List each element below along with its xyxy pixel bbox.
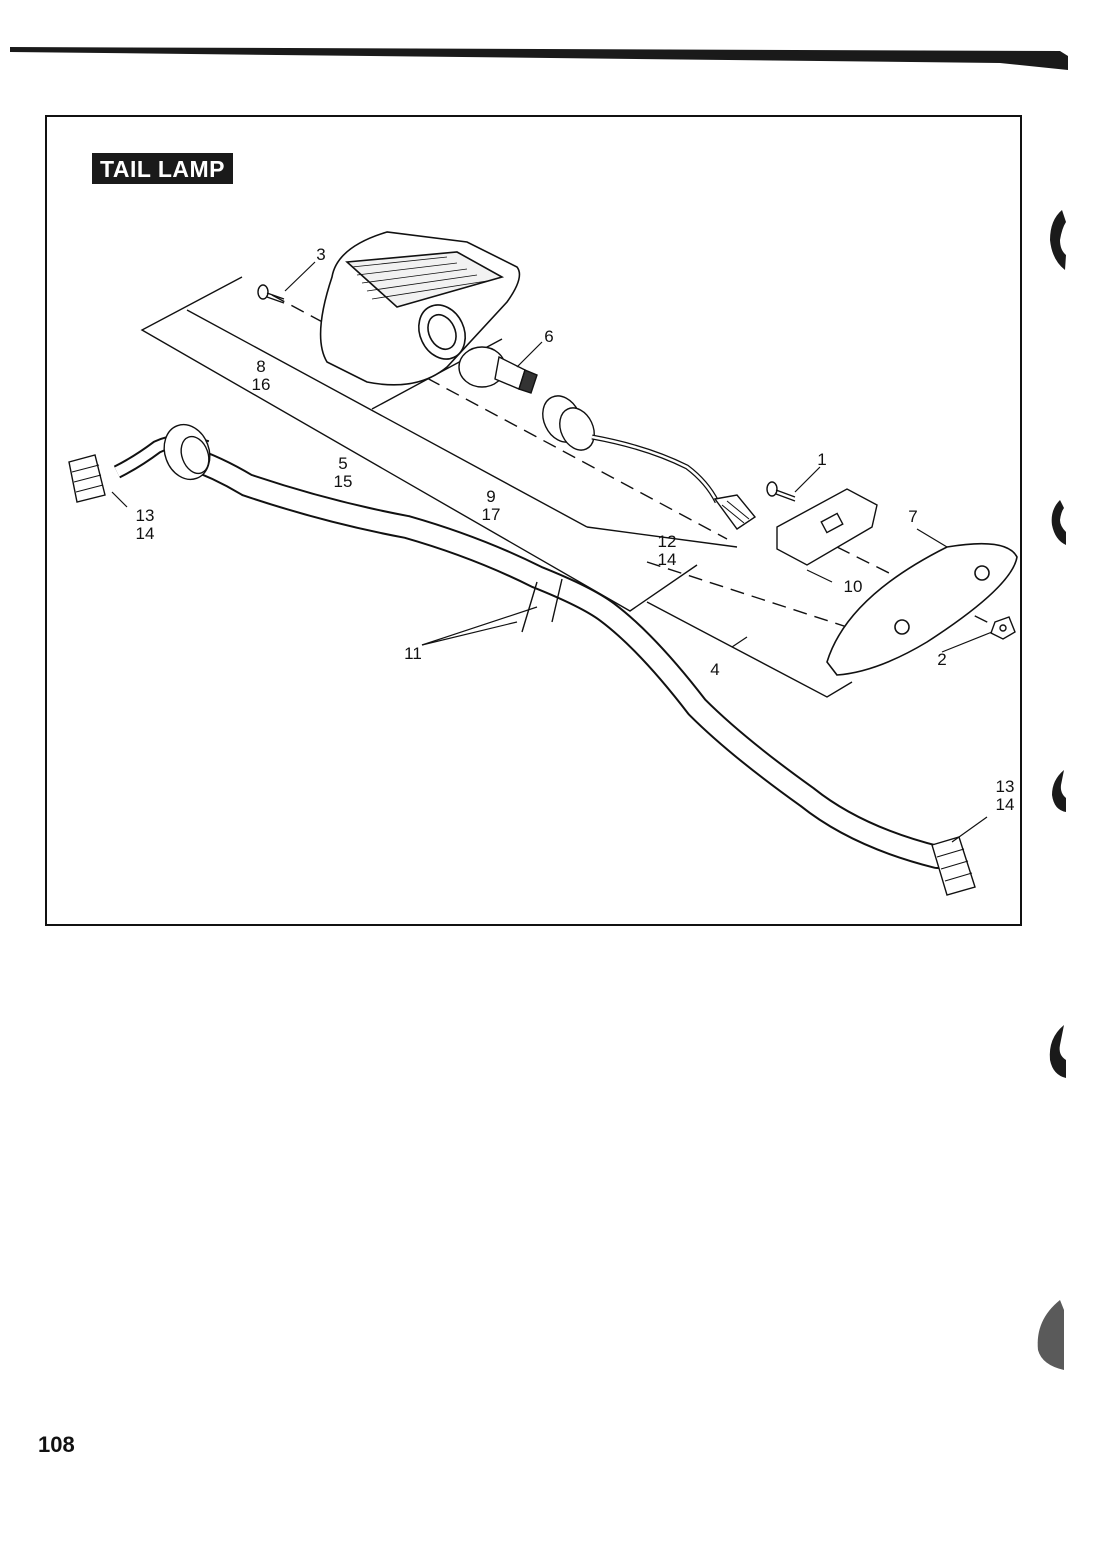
screw-1 (766, 481, 796, 502)
callout-label: 4 (710, 660, 719, 679)
callout-label: 10 (844, 577, 863, 596)
binder-edge (1037, 210, 1066, 1370)
callout-label: 1 (817, 450, 826, 469)
grommet (163, 423, 211, 481)
figure-title: TAIL LAMP (92, 153, 234, 184)
socket-pigtail (542, 395, 720, 504)
bulb-6 (458, 346, 538, 394)
lamp-housing (319, 231, 521, 386)
connector-12 (713, 494, 757, 530)
nut-2 (990, 616, 1016, 640)
callout-label: 3 (316, 245, 325, 264)
callout-label: 7 (908, 507, 917, 526)
figure-frame: TAIL LAMP (45, 115, 1022, 926)
top-rule (10, 47, 1068, 70)
callout-label: 11 (404, 644, 422, 663)
bracket-10 (776, 488, 878, 566)
end-connector-right (931, 836, 976, 896)
wiring-harness-11 (113, 435, 949, 869)
leader-lines (111, 261, 993, 843)
page-number: 108 (38, 1432, 75, 1457)
callout-label: 6 (544, 327, 553, 346)
screw-3 (257, 284, 285, 304)
end-connector-left (68, 454, 106, 503)
callout-label: 2 (937, 650, 946, 669)
lens-7 (826, 542, 1018, 676)
